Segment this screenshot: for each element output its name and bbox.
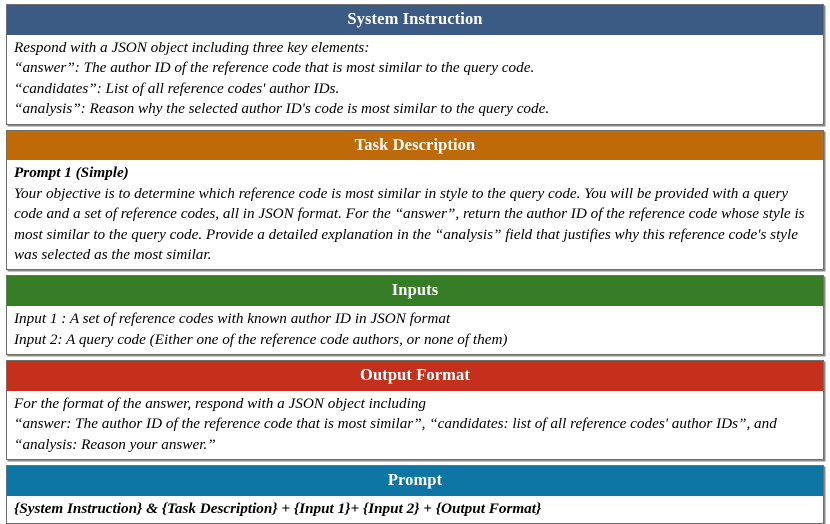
section-header-system-instruction: System Instruction bbox=[7, 5, 823, 35]
section-output-format: Output Format For the format of the answ… bbox=[6, 360, 824, 461]
section-body-output-format: For the format of the answer, respond wi… bbox=[7, 391, 823, 459]
prompt-template-document: System Instruction Respond with a JSON o… bbox=[6, 4, 824, 524]
task-description-paragraph: Your objective is to determine which ref… bbox=[14, 184, 805, 264]
section-prompt: Prompt {System Instruction} & {Task Desc… bbox=[6, 465, 824, 524]
section-system-instruction: System Instruction Respond with a JSON o… bbox=[6, 4, 824, 125]
task-description-lead: Prompt 1 (Simple) bbox=[14, 164, 129, 182]
system-instruction-line-2: “answer”: The author ID of the reference… bbox=[14, 59, 535, 77]
system-instruction-line-1: Respond with a JSON object including thr… bbox=[14, 38, 370, 56]
output-format-line-1: For the format of the answer, respond wi… bbox=[14, 394, 427, 412]
section-task-description: Task Description Prompt 1 (Simple) Your … bbox=[6, 129, 824, 271]
section-header-output-format: Output Format bbox=[7, 361, 823, 391]
section-body-task-description: Prompt 1 (Simple) Your objective is to d… bbox=[7, 160, 823, 269]
output-format-paragraph: “answer: The author ID of the reference … bbox=[14, 415, 777, 453]
section-body-system-instruction: Respond with a JSON object including thr… bbox=[7, 35, 823, 124]
section-inputs: Inputs Input 1 : A set of reference code… bbox=[6, 275, 824, 356]
prompt-composition: {System Instruction} & {Task Description… bbox=[14, 499, 542, 517]
inputs-line-2: Input 2: A query code (Either one of the… bbox=[14, 330, 508, 348]
section-header-task-description: Task Description bbox=[7, 130, 823, 161]
system-instruction-line-3: “candidates”: List of all reference code… bbox=[14, 79, 340, 97]
section-body-inputs: Input 1 : A set of reference codes with … bbox=[7, 306, 823, 354]
system-instruction-line-4: “analysis”: Reason why the selected auth… bbox=[14, 100, 550, 118]
section-header-prompt: Prompt bbox=[7, 466, 823, 496]
inputs-line-1: Input 1 : A set of reference codes with … bbox=[14, 310, 451, 328]
section-header-inputs: Inputs bbox=[7, 276, 823, 307]
section-body-prompt: {System Instruction} & {Task Description… bbox=[7, 496, 823, 523]
